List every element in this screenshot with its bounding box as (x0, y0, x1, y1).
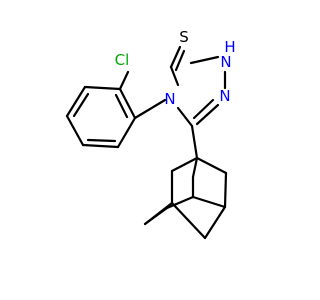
atom-n4-label: N (164, 90, 175, 108)
triazole-ring (169, 55, 227, 128)
ph-bond-1 (118, 87, 137, 120)
molecule-diagram: S H N N N Cl (65, 28, 236, 240)
ad-b3 (191, 156, 199, 179)
bond-c5-n4 (176, 106, 194, 128)
atom-n2-label: N (219, 87, 230, 105)
ad-b8 (170, 201, 207, 240)
ad-b5 (223, 171, 228, 209)
ph-bond-2 (83, 85, 122, 91)
bond-c3-n1 (189, 55, 220, 65)
ad-b10 (191, 195, 227, 209)
ph-double-2 (86, 138, 117, 143)
bond-c-cl (118, 70, 130, 91)
ad-b11 (165, 195, 195, 210)
ph-double-1 (72, 92, 90, 118)
ph-bond-4 (65, 114, 85, 147)
atom-nh-h-label: H (224, 38, 235, 56)
adamantane-cage (143, 156, 228, 240)
bond-n2-c5 (195, 103, 220, 126)
ph-bond-3 (65, 85, 87, 118)
bond-c5-adamantyl (190, 124, 199, 160)
phenyl-ring (65, 85, 137, 149)
ad-b1 (170, 156, 199, 173)
ad-b12 (143, 206, 169, 226)
atom-s-label: S (179, 28, 189, 46)
ad-b2 (195, 156, 228, 175)
ph-double-3 (114, 93, 129, 119)
bond-c3-s-double (174, 49, 186, 72)
ad-b9 (203, 205, 227, 240)
ph-bond-6 (116, 116, 137, 149)
bond-c3-n4 (169, 65, 180, 87)
ph-bond-5 (81, 143, 120, 149)
atom-cl-label: Cl (115, 51, 130, 69)
bond-c3-s (169, 45, 182, 69)
bond-n4-phenyl (133, 98, 167, 120)
bond-n2-c5-double (192, 98, 215, 120)
atom-nh-n-label: N (220, 53, 231, 71)
molecule-structure: S H N N N Cl (65, 28, 236, 240)
